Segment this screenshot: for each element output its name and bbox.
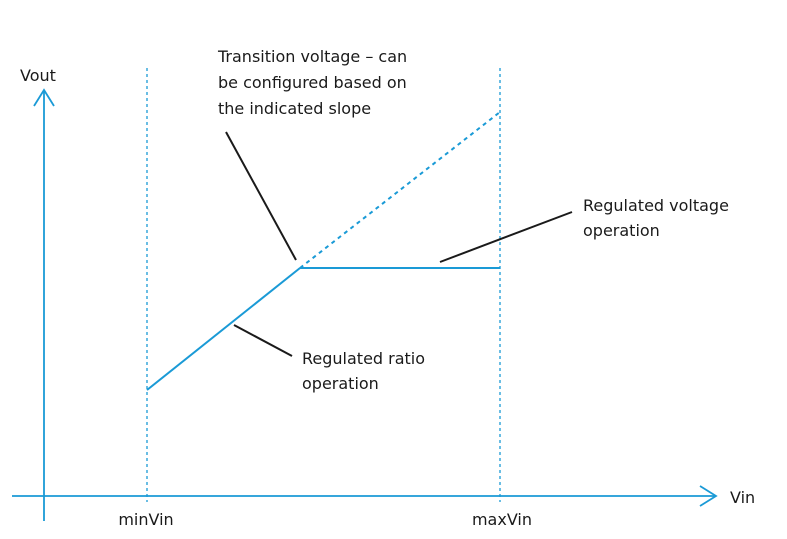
- y-axis-label: Vout: [20, 66, 56, 85]
- x-axis-label: Vin: [730, 488, 755, 507]
- x-tick-minvin: minVin: [118, 510, 173, 529]
- transition-leader-line: [225, 131, 297, 261]
- slope-extension-dashed: [299, 111, 501, 269]
- x-axis-arrowhead: [699, 485, 718, 507]
- transition-annotation-line-3: the indicated slope: [218, 99, 371, 118]
- regulated-voltage-annotation-line-2: operation: [583, 221, 660, 240]
- transition-annotation-line-1: Transition voltage – can: [217, 47, 407, 66]
- regulated-ratio-annotation-line-2: operation: [302, 374, 379, 393]
- regulated-voltage-annotation-line-1: Regulated voltage: [583, 196, 729, 215]
- transition-annotation-line-2: be configured based on: [218, 73, 407, 92]
- regulated-ratio-annotation-line-1: Regulated ratio: [302, 349, 425, 368]
- regulated-voltage-leader-line: [439, 211, 573, 263]
- x-tick-maxvin: maxVin: [472, 510, 532, 529]
- y-axis-arrowhead: [33, 88, 55, 107]
- regulated-ratio-leader-line: [233, 324, 293, 357]
- regulated-ratio-segment: [146, 267, 301, 391]
